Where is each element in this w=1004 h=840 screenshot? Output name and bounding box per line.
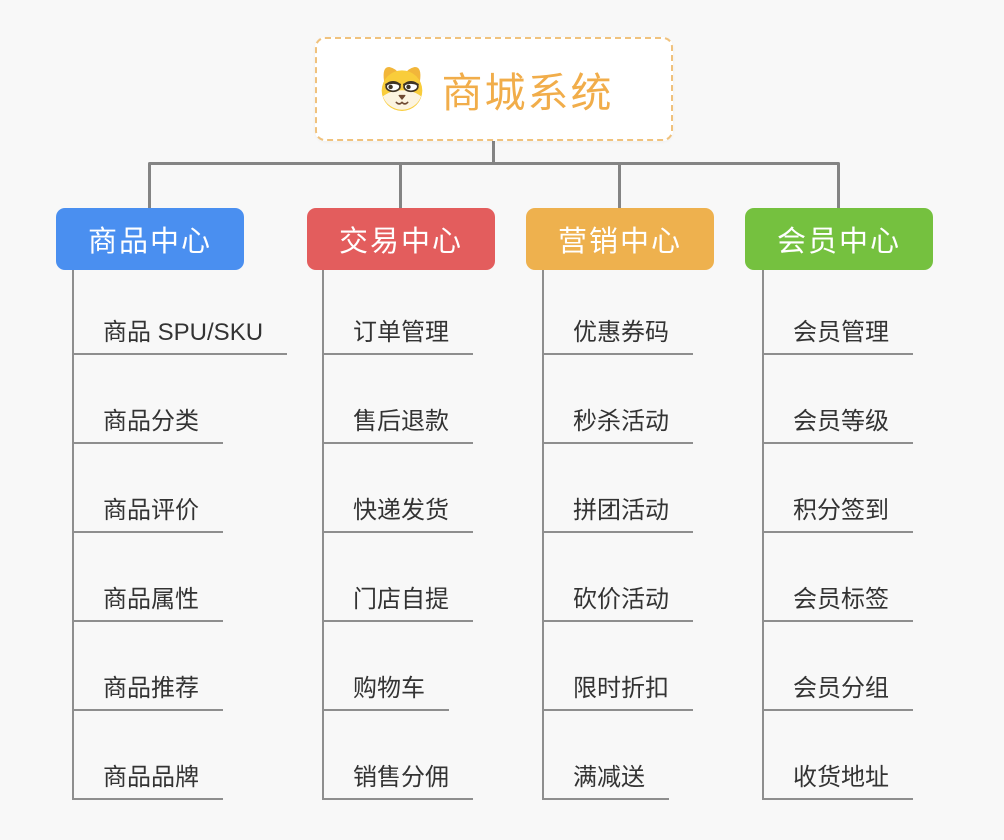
branch-children-product-center: 商品 SPU/SKU 商品分类 商品评价 商品属性 商品推荐 商品品牌 (72, 270, 288, 800)
leaf-label: 购物车 (353, 675, 425, 702)
leaf-node[interactable]: 秒杀活动 (542, 408, 693, 444)
leaf-label: 会员分组 (793, 675, 889, 702)
branch-label: 营销中心 (557, 226, 682, 258)
connector-stub-member-center (837, 164, 840, 208)
leaf-node[interactable]: 购物车 (322, 675, 449, 711)
leaf-label: 销售分佣 (353, 764, 449, 791)
root-label: 商城系统 (441, 70, 614, 116)
leaf-node[interactable]: 会员等级 (762, 408, 913, 444)
leaf-label: 会员等级 (793, 408, 889, 435)
branch-node-trade-center[interactable]: 交易中心 (307, 208, 495, 270)
connector-root-stub (492, 140, 495, 165)
leaf-label: 快递发货 (353, 497, 449, 524)
leaf-node[interactable]: 订单管理 (322, 319, 473, 355)
connector-stub-product-center (148, 164, 151, 208)
leaf-label: 拼团活动 (573, 497, 669, 524)
leaf-node[interactable]: 销售分佣 (322, 764, 473, 800)
leaf-node[interactable]: 会员分组 (762, 675, 913, 711)
leaf-label: 限时折扣 (573, 675, 669, 702)
leaf-node[interactable]: 会员标签 (762, 586, 913, 622)
leaf-node[interactable]: 快递发货 (322, 497, 473, 533)
branch-label: 商品中心 (87, 226, 212, 258)
leaf-label: 满减送 (573, 764, 645, 791)
leaf-label: 砍价活动 (573, 586, 669, 613)
branch-label: 交易中心 (338, 226, 463, 258)
leaf-label: 收货地址 (793, 764, 889, 791)
leaf-node[interactable]: 满减送 (542, 764, 669, 800)
leaf-label: 商品评价 (103, 497, 199, 524)
connector-stub-marketing-center (618, 164, 621, 208)
branch-children-member-center: 会员管理 会员等级 积分签到 会员标签 会员分组 收货地址 (762, 270, 913, 800)
leaf-node[interactable]: 优惠券码 (542, 319, 693, 355)
branch-label: 会员中心 (776, 226, 901, 258)
leaf-node[interactable]: 会员管理 (762, 319, 913, 355)
leaf-label: 门店自提 (353, 586, 449, 613)
leaf-node[interactable]: 售后退款 (322, 408, 473, 444)
leaf-label: 积分签到 (793, 497, 889, 524)
branch-children-trade-center: 订单管理 售后退款 快递发货 门店自提 购物车 销售分佣 (322, 270, 473, 800)
leaf-node[interactable]: 商品属性 (72, 586, 223, 622)
leaf-node[interactable]: 商品评价 (72, 497, 223, 533)
connector-stub-trade-center (399, 164, 402, 208)
branch-node-marketing-center[interactable]: 营销中心 (526, 208, 714, 270)
leaf-label: 订单管理 (353, 319, 449, 346)
leaf-node[interactable]: 限时折扣 (542, 675, 693, 711)
leaf-label: 优惠券码 (573, 319, 669, 346)
leaf-label: 商品属性 (103, 586, 199, 613)
leaf-node[interactable]: 收货地址 (762, 764, 913, 800)
leaf-label: 会员管理 (793, 319, 889, 346)
leaf-label: 商品 SPU/SKU (103, 319, 264, 346)
leaf-node[interactable]: 商品 SPU/SKU (72, 319, 288, 355)
leaf-label: 售后退款 (353, 408, 449, 435)
leaf-node[interactable]: 砍价活动 (542, 586, 693, 622)
shiba-dog-icon (381, 67, 422, 111)
connector-horizontal-rail (148, 162, 840, 165)
leaf-node[interactable]: 商品品牌 (72, 764, 223, 800)
leaf-label: 会员标签 (793, 586, 889, 613)
leaf-label: 商品品牌 (103, 764, 199, 791)
leaf-label: 商品推荐 (103, 675, 199, 702)
leaf-node[interactable]: 商品分类 (72, 408, 223, 444)
leaf-label: 商品分类 (103, 408, 199, 435)
leaf-node[interactable]: 商品推荐 (72, 675, 223, 711)
branch-node-member-center[interactable]: 会员中心 (745, 208, 933, 270)
leaf-label: 秒杀活动 (573, 408, 669, 435)
leaf-node[interactable]: 积分签到 (762, 497, 913, 533)
branch-children-marketing-center: 优惠券码 秒杀活动 拼团活动 砍价活动 限时折扣 满减送 (542, 270, 693, 800)
leaf-node[interactable]: 门店自提 (322, 586, 473, 622)
root-node[interactable]: 商城系统 (315, 37, 673, 141)
leaf-node[interactable]: 拼团活动 (542, 497, 693, 533)
branch-node-product-center[interactable]: 商品中心 (56, 208, 244, 270)
